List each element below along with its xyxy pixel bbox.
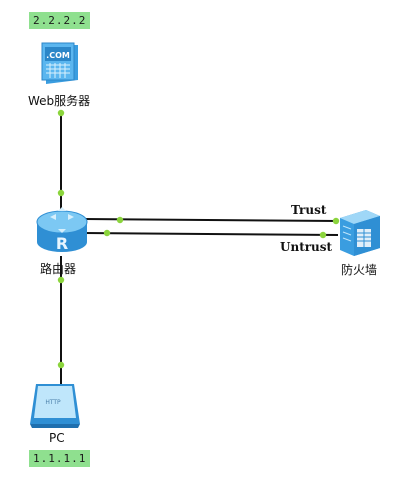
web-server-label: Web服务器 bbox=[28, 94, 91, 108]
port-dot-router-bottom bbox=[57, 276, 65, 284]
firewall-label: 防火墙 bbox=[341, 263, 378, 277]
port-dot-router-trust bbox=[116, 216, 124, 224]
port-dot-pc bbox=[57, 361, 65, 369]
link-trust bbox=[83, 218, 339, 222]
router-icon[interactable]: R bbox=[36, 207, 88, 253]
pc-screen-text: HTTP bbox=[45, 399, 61, 406]
pc-label: PC bbox=[49, 431, 65, 445]
port-dot-router-untrust bbox=[103, 229, 111, 237]
untrust-port-label: Untrust bbox=[280, 240, 333, 254]
link-untrust bbox=[83, 232, 339, 236]
router-letter: R bbox=[56, 234, 68, 253]
trust-port-label: Trust bbox=[291, 203, 327, 217]
port-dot-fw-untrust bbox=[319, 231, 327, 239]
port-dot-router-top bbox=[57, 189, 65, 197]
port-dot-web bbox=[57, 109, 65, 117]
firewall-icon[interactable] bbox=[340, 210, 380, 256]
pc-ip-badge: 1.1.1.1 bbox=[29, 450, 91, 467]
port-dot-fw-trust bbox=[332, 217, 340, 225]
router-label: 路由器 bbox=[40, 262, 77, 276]
web-server-icon[interactable]: .COM bbox=[41, 42, 78, 84]
web-server-ip-badge: 2.2.2.2 bbox=[29, 12, 91, 29]
web-server-screen-text: .COM bbox=[46, 51, 70, 60]
pc-icon[interactable]: HTTP bbox=[30, 384, 80, 428]
